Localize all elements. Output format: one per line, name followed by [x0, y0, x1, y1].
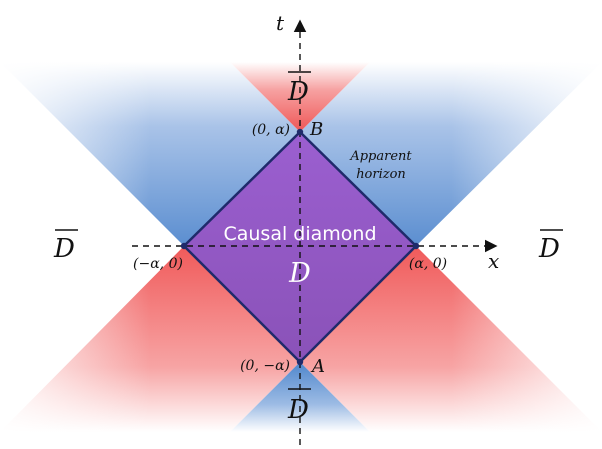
point-left-coord: (−α, 0)	[133, 256, 183, 272]
d-center-label: D	[288, 258, 311, 289]
dbar-right-label: D	[538, 229, 563, 264]
dbar-top-label: D	[287, 71, 311, 107]
point-a	[296, 358, 304, 366]
point-b-name: B	[309, 119, 323, 140]
point-b-coord: (0, α)	[252, 122, 290, 138]
dbar-top-text: D	[287, 77, 309, 107]
dbar-left-text: D	[53, 234, 75, 264]
causal-diamond-label: Causal diamond	[223, 223, 376, 245]
point-right-coord: (α, 0)	[409, 256, 447, 272]
point-a-coord: (0, −α)	[240, 358, 290, 374]
point-a-name: A	[310, 356, 325, 377]
t-axis-label: t	[276, 11, 285, 35]
x-axis-label: x	[488, 249, 499, 273]
dbar-right-text: D	[538, 234, 560, 264]
dbar-bottom-text: D	[287, 395, 309, 425]
red-top-triangle	[230, 62, 370, 132]
dbar-bottom-label: D	[287, 388, 311, 425]
dbar-left-label: D	[53, 229, 78, 264]
apparent-horizon-line2: horizon	[356, 167, 406, 182]
apparent-horizon-line1: Apparent	[349, 149, 412, 164]
point-b	[296, 128, 304, 136]
point-left	[180, 242, 188, 250]
point-right	[412, 242, 420, 250]
